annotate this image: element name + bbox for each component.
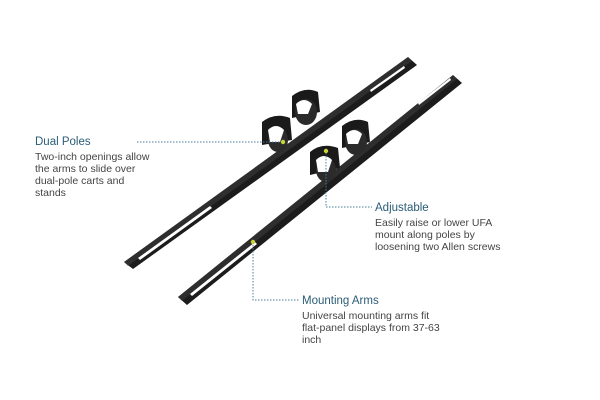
lower-arm-pole-clamps	[310, 119, 370, 182]
callout-dual-poles: Dual Poles Two-inch openings allow the a…	[35, 135, 200, 199]
dual-poles-dot	[280, 139, 286, 145]
callout-adjustable: Adjustable Easily raise or lower UFA mou…	[375, 201, 535, 253]
callout-description: Two-inch openings allow the arms to slid…	[35, 151, 150, 199]
upper-mounting-arm	[124, 57, 417, 269]
callout-mounting-arms: Mounting Arms Universal mounting arms fi…	[302, 294, 462, 346]
mounting-arms-dot	[250, 239, 256, 245]
callout-title: Dual Poles	[35, 136, 91, 148]
adjustable-dot	[323, 148, 329, 154]
lower-mounting-arm	[178, 75, 462, 305]
callout-leaders	[137, 141, 372, 301]
callout-dots	[250, 139, 329, 245]
mounting-arms-leader	[252, 242, 299, 301]
callout-title: Mounting Arms	[302, 295, 379, 307]
callout-description: Easily raise or lower UFA mount along po…	[375, 217, 501, 253]
adjustable-leader	[325, 153, 372, 208]
callout-description: Universal mounting arms fit flat-panel d…	[302, 310, 440, 346]
upper-arm-pole-clamps	[262, 89, 320, 152]
callout-title: Adjustable	[375, 202, 429, 214]
